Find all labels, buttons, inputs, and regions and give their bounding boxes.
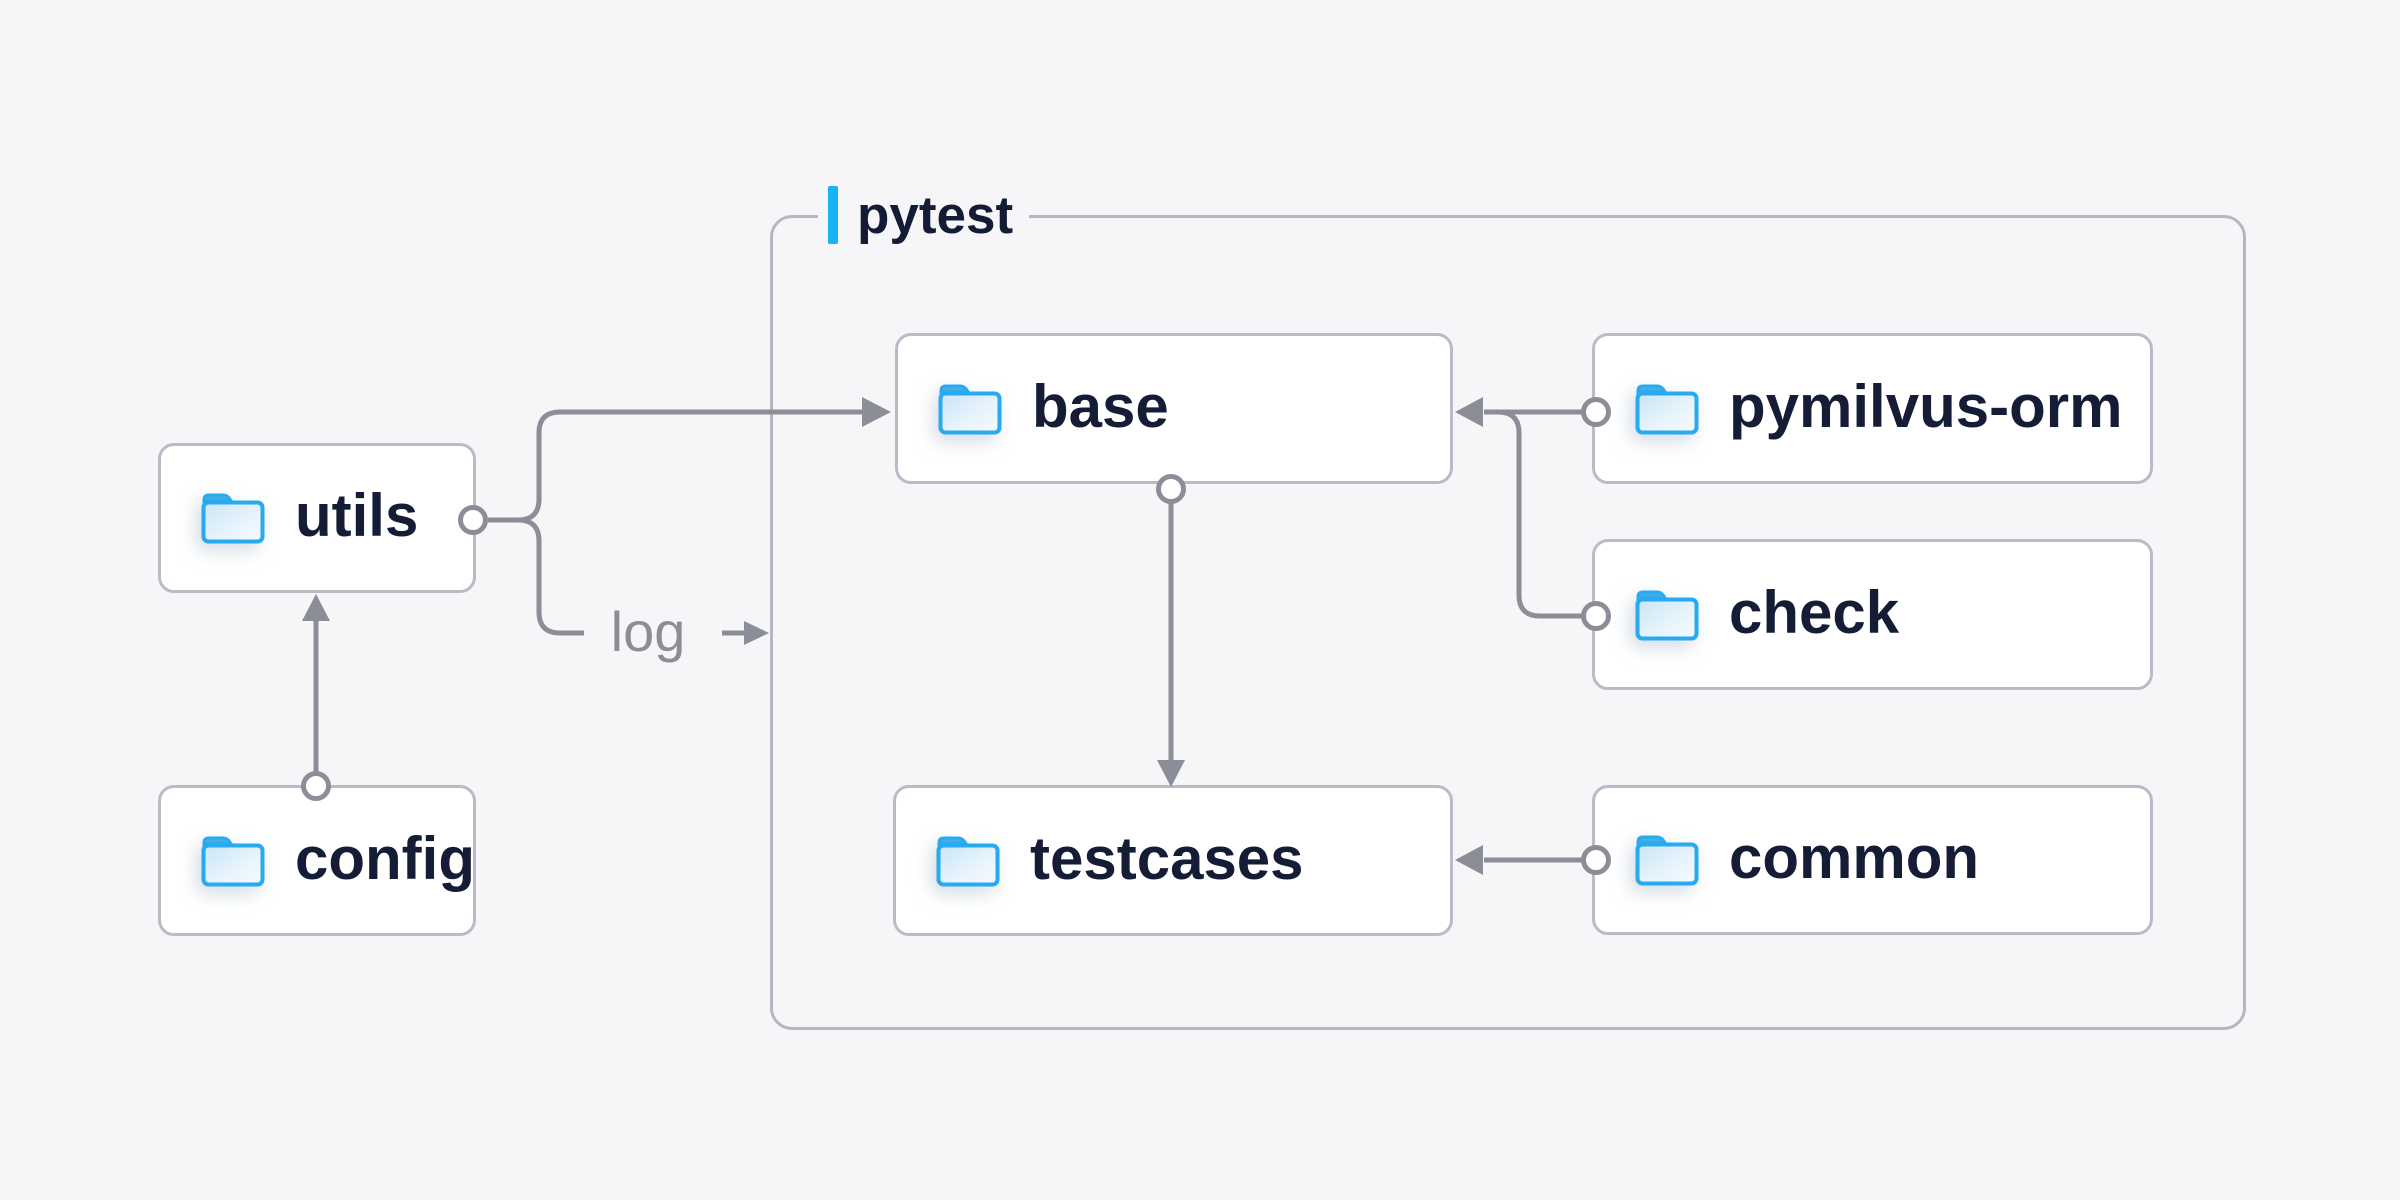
node-label: config	[295, 824, 475, 892]
folder-icon	[1635, 590, 1699, 640]
folder-icon	[201, 836, 265, 886]
node-common: common	[1592, 785, 2153, 935]
pytest-container-title: pytest	[857, 185, 1014, 245]
folder-icon	[938, 384, 1002, 434]
node-base: base	[895, 333, 1453, 484]
node-utils: utils	[158, 443, 476, 593]
edge-log-into-container	[722, 621, 769, 645]
node-check: check	[1592, 539, 2153, 690]
folder-icon	[1635, 835, 1699, 886]
node-label: testcases	[1030, 824, 1304, 892]
arrowhead-into-container	[744, 621, 769, 645]
node-pymilvus-orm: pymilvus-orm	[1592, 333, 2153, 484]
pytest-container-label: pytest	[818, 183, 1030, 247]
accent-bar	[828, 186, 838, 244]
node-label: check	[1729, 578, 1900, 646]
folder-icon	[936, 836, 1000, 886]
node-label: utils	[295, 482, 419, 549]
node-config: config	[158, 785, 476, 936]
edge-label-log: log	[610, 600, 686, 663]
pytest-container	[770, 215, 2246, 1030]
node-label: common	[1729, 824, 1980, 891]
folder-icon	[201, 493, 265, 544]
folder-icon	[1635, 384, 1699, 434]
node-label: base	[1032, 372, 1169, 440]
node-testcases: testcases	[893, 785, 1453, 936]
node-label: pymilvus-orm	[1729, 372, 2123, 440]
arrowhead-into-utils	[302, 594, 330, 621]
edge-config-to-utils	[301, 594, 331, 801]
